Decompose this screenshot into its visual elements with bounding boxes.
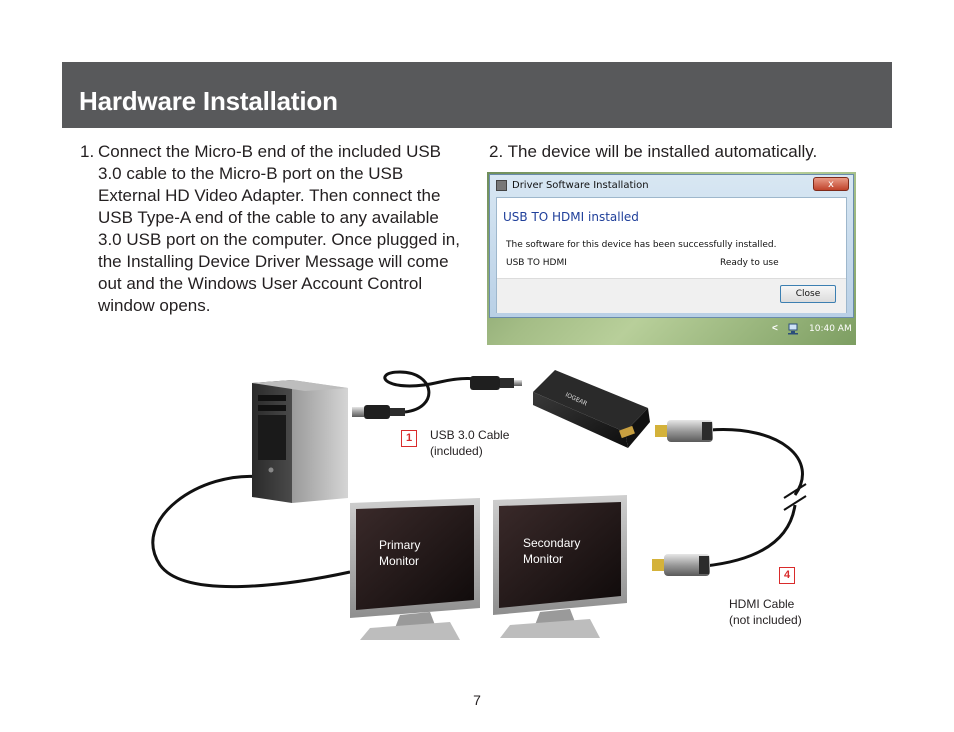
- primary-monitor-label-line2: Monitor: [379, 554, 420, 568]
- hdmi-plug-top: [655, 420, 713, 442]
- dialog-message: The software for this device has been su…: [506, 240, 777, 250]
- header-bar: Hardware Installation: [62, 62, 892, 128]
- usb-cable-label-line1: USB 3.0 Cable: [430, 428, 510, 442]
- page-number: 7: [473, 692, 481, 708]
- secondary-monitor-label: Secondary Monitor: [523, 535, 580, 567]
- step-1: 1. Connect the Micro-B end of the includ…: [80, 141, 465, 317]
- primary-monitor: [350, 498, 480, 640]
- dialog-footer: Close: [497, 278, 846, 313]
- tray-expand-icon[interactable]: <: [772, 323, 778, 334]
- secondary-monitor-label-line2: Monitor: [523, 552, 564, 566]
- hdmi-cable-label-line1: HDMI Cable: [729, 597, 795, 611]
- secondary-monitor-label-line1: Secondary: [523, 536, 581, 550]
- callout-number-1: 1: [401, 430, 417, 447]
- hdmi-cable-label: HDMI Cable (not included): [729, 596, 802, 628]
- step-1-text: Connect the Micro-B end of the included …: [98, 142, 460, 315]
- close-button[interactable]: Close: [780, 285, 836, 303]
- page-title: Hardware Installation: [79, 86, 338, 116]
- dialog-title: Driver Software Installation: [512, 180, 649, 191]
- device-icon: [496, 180, 507, 191]
- taskbar: < 10:40 AM: [489, 320, 856, 342]
- step-2: 2. The device will be installed automati…: [489, 141, 869, 163]
- dialog-body: USB TO HDMI installed The software for t…: [496, 197, 847, 313]
- dialog-close-button[interactable]: x: [813, 177, 849, 191]
- hdmi-cable-bottom: [704, 504, 797, 568]
- hdmi-cable-top: [709, 428, 804, 496]
- usb-micro-b-plug: [470, 376, 522, 390]
- device-name: USB TO HDMI: [506, 258, 567, 268]
- hdmi-plug-bottom: [652, 554, 710, 576]
- usb-cable-label: USB 3.0 Cable (included): [430, 427, 509, 459]
- primary-monitor-label-line1: Primary: [379, 538, 421, 552]
- secondary-monitor: [493, 495, 627, 638]
- step-1-number: 1.: [80, 142, 95, 161]
- driver-installed-screenshot: Driver Software Installation x USB TO HD…: [487, 172, 856, 345]
- tray-clock: 10:40 AM: [809, 324, 852, 334]
- cable-break-mark: [783, 483, 807, 499]
- device-status: Ready to use: [720, 258, 779, 268]
- cable-break-mark: [783, 495, 807, 511]
- callout-number-4: 4: [779, 567, 795, 584]
- primary-monitor-label: Primary Monitor: [379, 537, 420, 569]
- dialog-heading: USB TO HDMI installed: [503, 210, 639, 224]
- hdmi-cable-label-line2: (not included): [729, 613, 802, 627]
- pc-tower: [252, 380, 348, 503]
- step-2-number: 2.: [489, 142, 504, 161]
- usb-hdmi-adapter: IOGEAR: [533, 370, 650, 448]
- vga-cable: [151, 474, 351, 589]
- usb-type-a-plug: [352, 405, 405, 419]
- usb-cable: [383, 370, 501, 414]
- usb-cable-label-line2: (included): [430, 444, 483, 458]
- dialog-window: Driver Software Installation x USB TO HD…: [489, 174, 854, 318]
- network-icon[interactable]: [787, 323, 799, 335]
- step-2-text: The device will be installed automatical…: [507, 142, 818, 161]
